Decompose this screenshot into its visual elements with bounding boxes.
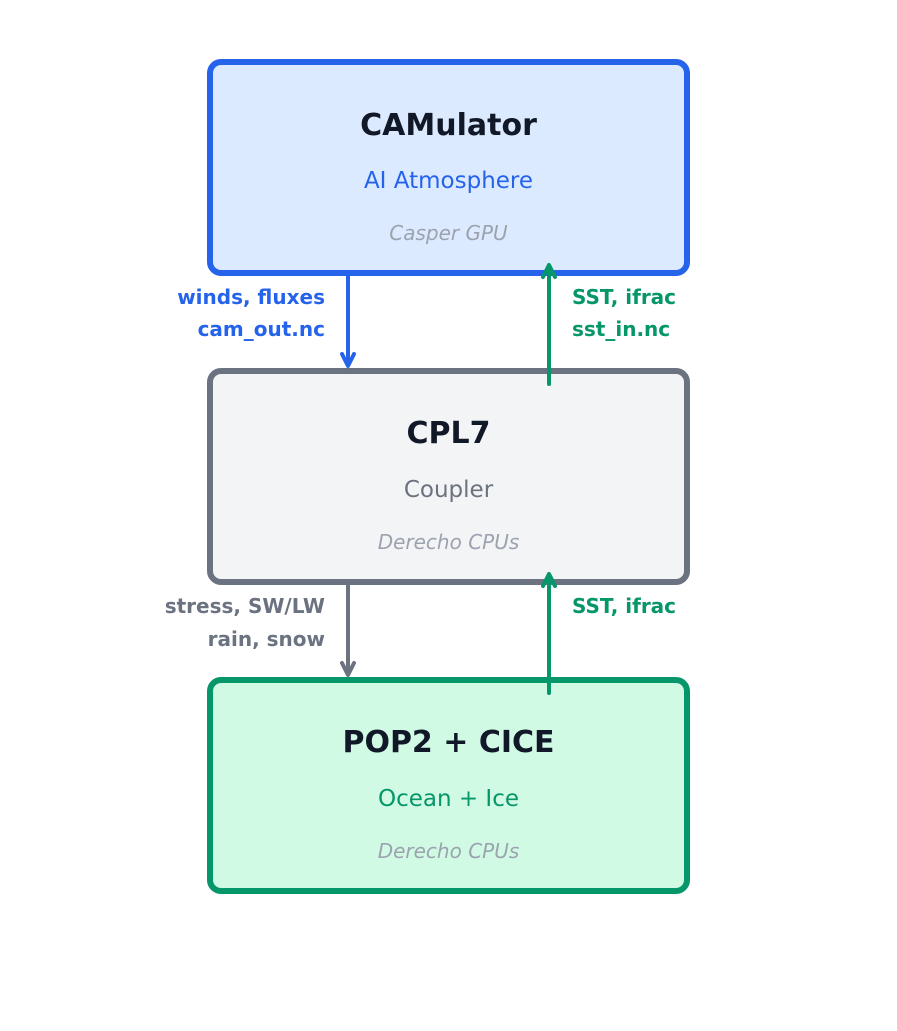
edge-label: rain, snow (208, 627, 325, 651)
node-box (207, 368, 690, 585)
node-subtitle: Coupler (404, 477, 494, 503)
edge-camulator-to-cpl7: winds, fluxes cam_out.nc (177, 271, 356, 368)
node-title: CPL7 (407, 416, 491, 451)
edge-label: winds, fluxes (177, 285, 325, 309)
edge-label: sst_in.nc (572, 317, 670, 341)
edge-cpl7-to-pop2-cice: stress, SW/LW rain, snow (165, 580, 356, 677)
arrow-down-head (340, 352, 356, 368)
edge-pop2-cice-to-cpl7: SST, ifrac (541, 572, 676, 695)
node-title: CAMulator (360, 108, 537, 143)
arrow-down-head (340, 661, 356, 677)
node-host: Derecho CPUs (378, 839, 520, 863)
node-box (207, 677, 690, 894)
edge-label: SST, ifrac (572, 594, 676, 618)
node-subtitle: AI Atmosphere (364, 168, 533, 194)
node-subtitle: Ocean + Ice (378, 786, 519, 812)
node-host: Derecho CPUs (378, 530, 520, 554)
node-pop2-cice: POP2 + CICE Ocean + Ice Derecho CPUs (207, 677, 690, 894)
arrow-up-head (541, 263, 557, 279)
node-title: POP2 + CICE (342, 725, 554, 760)
node-cpl7: CPL7 Coupler Derecho CPUs (207, 368, 690, 585)
node-camulator: CAMulator AI Atmosphere Casper GPU (207, 59, 690, 276)
edge-label: cam_out.nc (198, 317, 325, 341)
node-host: Casper GPU (389, 221, 508, 245)
node-box (207, 59, 690, 276)
arrow-up-head (541, 572, 557, 588)
edge-cpl7-to-camulator: SST, ifrac sst_in.nc (541, 263, 676, 386)
edge-label: stress, SW/LW (165, 594, 325, 618)
edge-label: SST, ifrac (572, 285, 676, 309)
